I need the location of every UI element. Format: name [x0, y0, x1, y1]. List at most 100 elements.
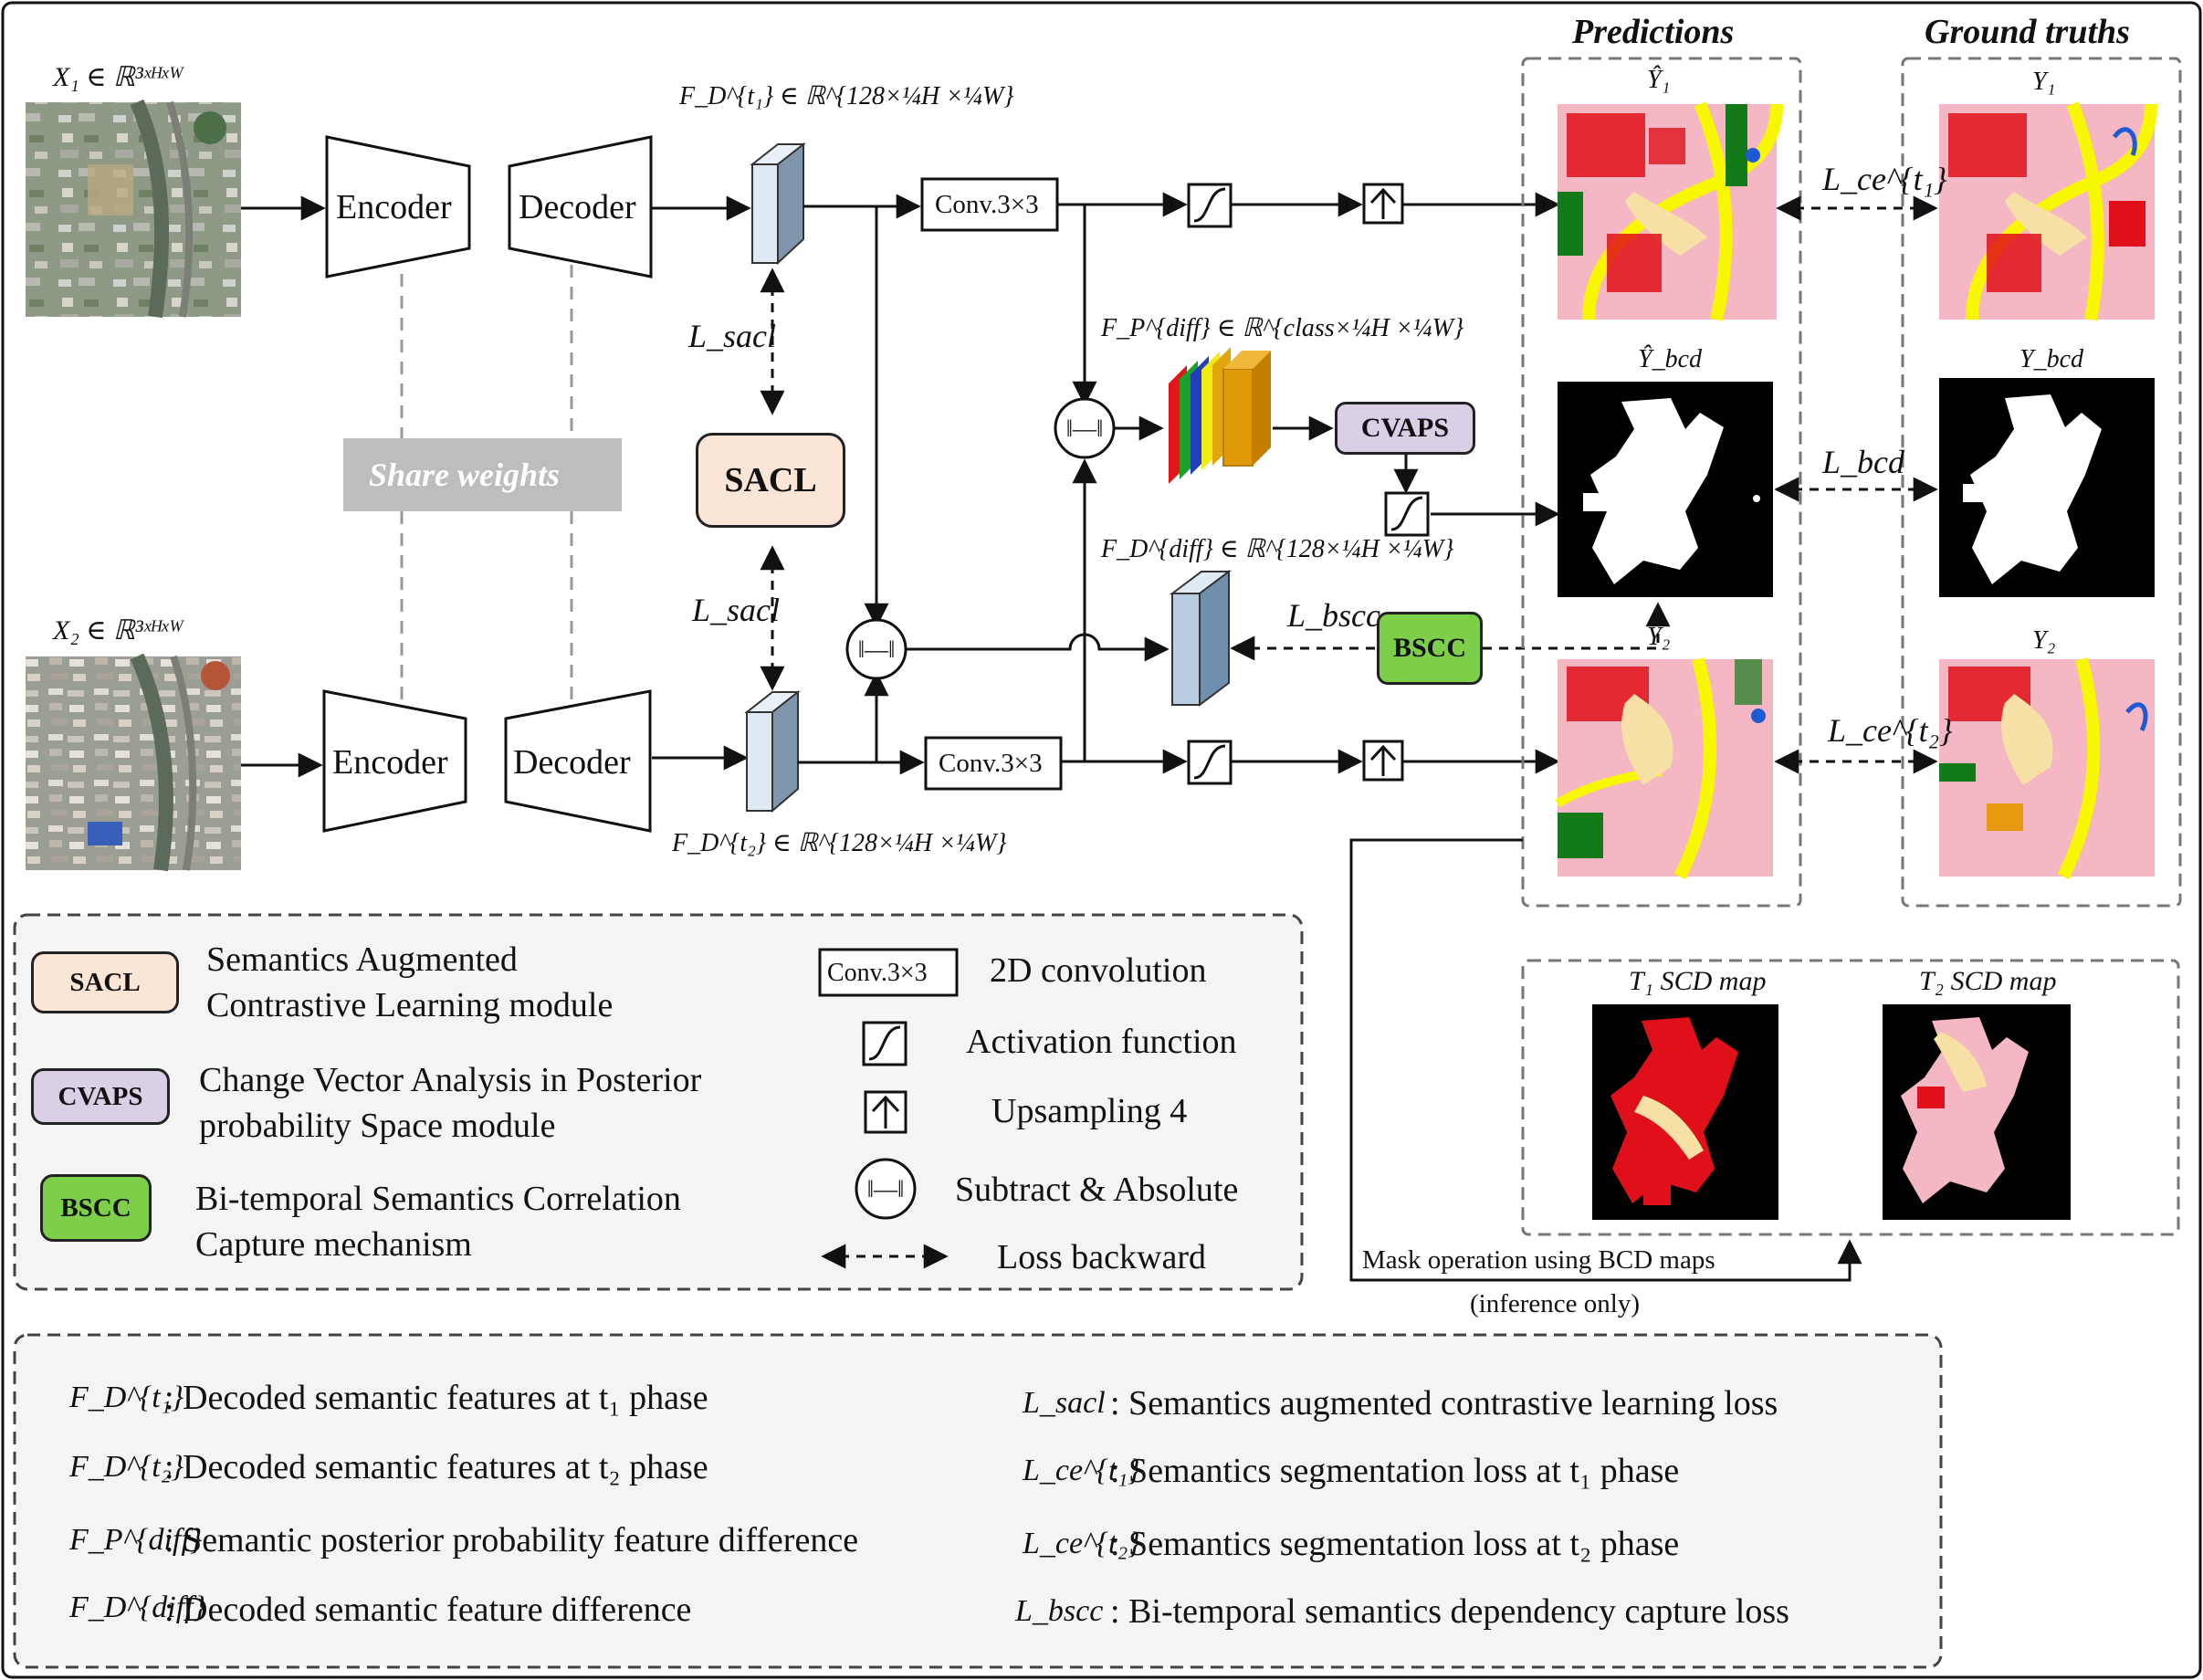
legend-cvaps-line2: probability Space module [199, 1107, 556, 1145]
conv-box-bottom [924, 736, 1063, 791]
feature-fp-diff [1169, 347, 1271, 484]
subtract-abs-icon: ‖—‖ [1054, 397, 1116, 459]
inference-only-label: (inference only) [1470, 1289, 1640, 1318]
legend-bscc-line1: Bi-temporal Semantics Correlation [195, 1180, 681, 1218]
input-image-t1 [26, 99, 241, 319]
subtract-abs-icon: ‖—‖ [845, 618, 907, 680]
notation-sym-fp-diff: F_P^{diff} [69, 1523, 203, 1557]
module-legend-panel [13, 913, 1304, 1291]
notation-sym-l-ce-t1: L_ce^{t₁} [1023, 1454, 1140, 1487]
pred-y2-label: Ŷ₂ [1647, 623, 1671, 651]
decoder-top [508, 135, 653, 278]
predictions-title: Predictions [1572, 13, 1735, 51]
input-image-t2 [26, 653, 241, 872]
legend-upsampling-label: Upsampling 4 [991, 1092, 1188, 1130]
legend-bscc-line2: Capture mechanism [195, 1225, 472, 1264]
loss-label-sacl-bottom: L_sacl [692, 592, 781, 628]
loss-label-bscc: L_bscc [1287, 597, 1380, 634]
encoder-top-label: Encoder [336, 188, 452, 226]
feature-fd-t1 [750, 142, 806, 266]
loss-label-ce-t2: L_ce^{t₂} [1828, 712, 1953, 749]
ground-truths-title: Ground truths [1925, 13, 2130, 51]
notation-sym-l-ce-t2: L_ce^{t₂} [1023, 1527, 1140, 1560]
feature-label-fd-t1: F_D^{t₁} ∈ ℝ^{128×¼H ×¼W} [679, 82, 1014, 110]
pred-y1-label: Ŷ₁ [1647, 66, 1671, 94]
gt-y2-label: Y₂ [2032, 626, 2056, 655]
feature-label-fd-t2: F_D^{t₂} ∈ ℝ^{128×¼H ×¼W} [672, 829, 1007, 857]
legend-loss-backward-label: Loss backward [997, 1238, 1206, 1276]
sigmoid-icon [1187, 740, 1233, 785]
cvaps-module: CVAPS [1335, 402, 1475, 455]
notation-sym-l-bscc: L_bscc [1015, 1594, 1104, 1628]
svg-text:‖—‖: ‖—‖ [858, 636, 896, 663]
gt-ybcd-label: Y_bcd [2019, 345, 2083, 373]
notation-desc-fd-diff: : Decoded semantic feature difference [164, 1591, 692, 1629]
input-label-x2: X₂ ∈ ℝ³ˣᴴˣᵂ [53, 615, 184, 646]
notation-desc-l-bscc: : Bi-temporal semantics dependency captu… [1110, 1592, 1789, 1631]
conv-top-label: Conv.3×3 [935, 190, 1039, 219]
legend-bscc-tag: BSCC [40, 1174, 152, 1242]
pred-ybcd-label: Ŷ_bcd [1638, 345, 1702, 373]
sigmoid-icon [1187, 183, 1233, 228]
sigmoid-icon [1384, 491, 1430, 537]
sigmoid-icon [862, 1021, 907, 1066]
upsample-icon [1362, 183, 1404, 225]
notation-desc-l-ce-t1: : Semantics segmentation loss at t₁ phas… [1110, 1452, 1680, 1490]
notation-sym-fd-t2: F_D^{t₂} [69, 1450, 184, 1484]
notation-sym-fd-diff: F_D^{diff} [69, 1591, 206, 1624]
conv-bottom-label: Conv.3×3 [939, 749, 1043, 778]
scd-t1-title: T₁ SCD map [1629, 966, 1767, 996]
notation-desc-fd-t1: : Decoded semantic features at t₁ phase [164, 1379, 708, 1417]
gt-map-bcd [1939, 378, 2155, 597]
sacl-module: SACL [696, 433, 845, 528]
share-weights-label: Share weights [369, 457, 561, 493]
feature-label-fd-diff: F_D^{diff} ∈ ℝ^{128×¼H ×¼W} [1101, 535, 1454, 563]
input-label-x1: X₁ ∈ ℝ³ˣᴴˣᵂ [53, 62, 184, 92]
loss-label-sacl-top: L_sacl [688, 318, 777, 354]
notation-legend-panel [13, 1333, 1943, 1669]
bscc-module: BSCC [1377, 612, 1483, 685]
encoder-bottom-label: Encoder [332, 743, 448, 782]
legend-conv-label: 2D convolution [990, 951, 1207, 990]
legend-sacl-line2: Contrastive Learning module [206, 986, 614, 1024]
decoder-bottom [504, 689, 652, 833]
loss-label-bcd: L_bcd [1822, 444, 1904, 480]
feature-fd-t2 [744, 689, 801, 814]
gt-y1-label: Y₁ [2032, 68, 2056, 96]
encoder-bottom [322, 689, 467, 833]
scd-panel [1521, 959, 2180, 1236]
notation-desc-fp-diff: : Semantic posterior probability feature… [164, 1521, 859, 1559]
svg-text:‖—‖: ‖—‖ [867, 1176, 905, 1202]
svg-text:‖—‖: ‖—‖ [1066, 415, 1104, 442]
feature-label-fp-diff: F_P^{diff} ∈ ℝ^{class×¼H ×¼W} [1101, 314, 1464, 342]
share-weights-box [343, 438, 622, 511]
legend-sacl-line1: Semantics Augmented [206, 940, 518, 979]
upsample-icon [1362, 740, 1404, 782]
notation-sym-fd-t1: F_D^{t₁} [69, 1381, 184, 1414]
pred-map-t2 [1555, 657, 1773, 880]
decoder-bottom-label: Decoder [513, 743, 631, 782]
notation-desc-l-sacl: : Semantics augmented contrastive learni… [1110, 1384, 1778, 1423]
scd-t2-title: T₂ SCD map [1919, 966, 2057, 996]
loss-label-ce-t1: L_ce^{t₁} [1822, 161, 1947, 197]
decoder-top-label: Decoder [519, 188, 636, 226]
encoder-top [325, 135, 471, 278]
subtract-abs-icon: ‖—‖ [855, 1158, 917, 1220]
legend-activation-label: Activation function [966, 1023, 1237, 1061]
scd-map-t2 [1883, 1004, 2071, 1220]
conv-box-top [920, 177, 1059, 232]
scd-map-t1 [1592, 1004, 1778, 1220]
notation-desc-fd-t2: : Decoded semantic features at t₂ phase [164, 1448, 708, 1486]
pred-map-t1 [1558, 101, 1783, 321]
legend-conv-box-label: Conv.3×3 [827, 959, 928, 987]
mask-operation-label: Mask operation using BCD maps [1362, 1245, 1715, 1275]
notation-sym-l-sacl: L_sacl [1023, 1386, 1106, 1420]
conv-legend-box [818, 948, 959, 997]
legend-cvaps-tag: CVAPS [31, 1068, 170, 1125]
legend-subtract-label: Subtract & Absolute [955, 1171, 1239, 1209]
legend-cvaps-line1: Change Vector Analysis in Posterior [199, 1061, 702, 1099]
legend-sacl-tag: SACL [31, 951, 179, 1013]
gt-map-t1 [1939, 101, 2157, 321]
